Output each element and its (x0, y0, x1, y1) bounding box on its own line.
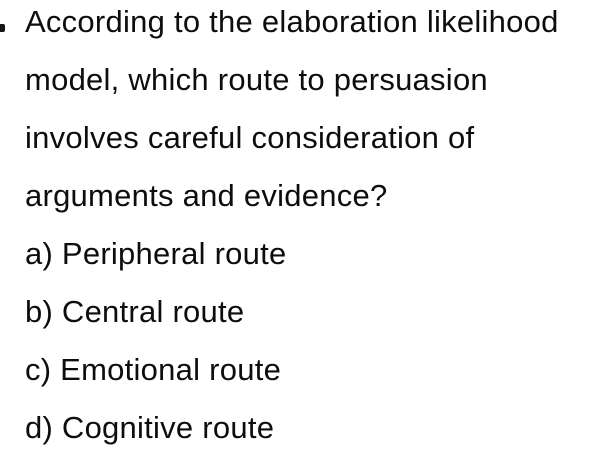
answer-option-a: a) Peripheral route (25, 236, 287, 271)
question-block: According to the elaboration likelihood … (25, 0, 606, 457)
answer-option-c: c) Emotional route (25, 352, 282, 387)
answer-option-b: b) Central route (25, 294, 245, 329)
question-line-1: According to the elaboration likelihood (25, 4, 559, 39)
list-number-period-fragment (0, 24, 5, 32)
answer-option-d: d) Cognitive route (25, 410, 275, 445)
question-line-4: arguments and evidence? (25, 178, 388, 213)
question-line-2: model, which route to persuasion (25, 62, 488, 97)
question-line-3: involves careful consideration of (25, 120, 475, 155)
